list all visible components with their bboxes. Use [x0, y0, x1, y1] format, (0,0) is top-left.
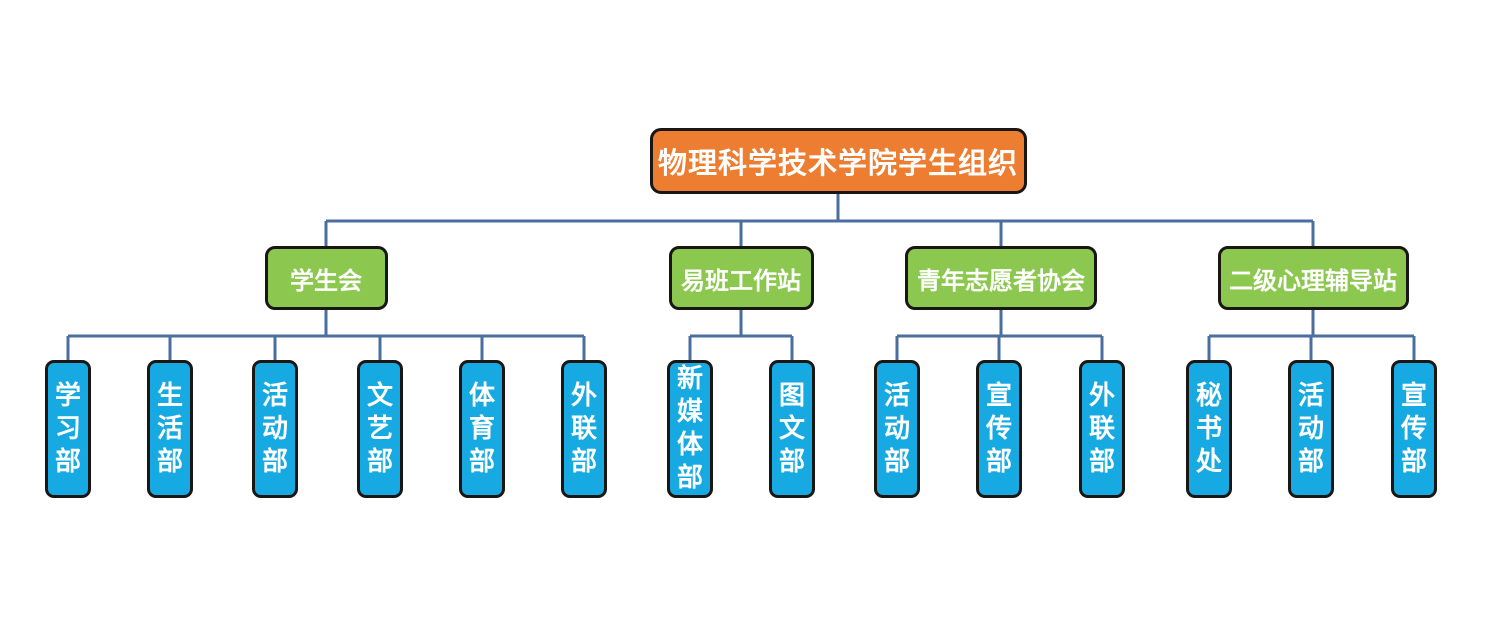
- leaf-node[interactable]: 外联部: [1079, 360, 1125, 498]
- branch-node[interactable]: 学生会: [264, 246, 388, 310]
- leaf-node[interactable]: 活动部: [252, 360, 298, 498]
- leaf-node-label: 生活部: [156, 380, 183, 477]
- leaf-node-label: 外联部: [1088, 380, 1115, 477]
- branch-node[interactable]: 易班工作站: [668, 246, 814, 310]
- leaf-node-label: 秘书处: [1195, 380, 1222, 477]
- leaf-node-label: 文艺部: [366, 380, 393, 477]
- leaf-node[interactable]: 图文部: [769, 360, 815, 498]
- leaf-node-label: 宣传部: [985, 380, 1012, 477]
- leaf-node-label: 新媒体部: [676, 364, 703, 493]
- leaf-node-label: 活动部: [1297, 380, 1324, 477]
- leaf-node-label: 活动部: [261, 380, 288, 477]
- leaf-node-label: 活动部: [883, 380, 910, 477]
- leaf-node[interactable]: 文艺部: [357, 360, 403, 498]
- leaf-node-label: 体育部: [468, 380, 495, 477]
- leaf-node-label: 学习部: [54, 380, 81, 477]
- leaf-node[interactable]: 宣传部: [1391, 360, 1437, 498]
- leaf-node[interactable]: 体育部: [459, 360, 505, 498]
- leaf-node-label: 宣传部: [1400, 380, 1427, 477]
- leaf-node[interactable]: 秘书处: [1186, 360, 1232, 498]
- leaf-node[interactable]: 活动部: [874, 360, 920, 498]
- branch-node[interactable]: 二级心理辅导站: [1217, 246, 1409, 310]
- leaf-node-label: 图文部: [778, 380, 805, 477]
- leaf-node[interactable]: 生活部: [147, 360, 193, 498]
- leaf-node-label: 外联部: [570, 380, 597, 477]
- leaf-node[interactable]: 学习部: [45, 360, 91, 498]
- branch-node[interactable]: 青年志愿者协会: [905, 246, 1097, 310]
- leaf-node[interactable]: 活动部: [1288, 360, 1334, 498]
- leaf-node[interactable]: 新媒体部: [667, 360, 713, 498]
- root-node[interactable]: 物理科学技术学院学生组织: [649, 128, 1027, 194]
- leaf-node[interactable]: 外联部: [561, 360, 607, 498]
- leaf-node[interactable]: 宣传部: [976, 360, 1022, 498]
